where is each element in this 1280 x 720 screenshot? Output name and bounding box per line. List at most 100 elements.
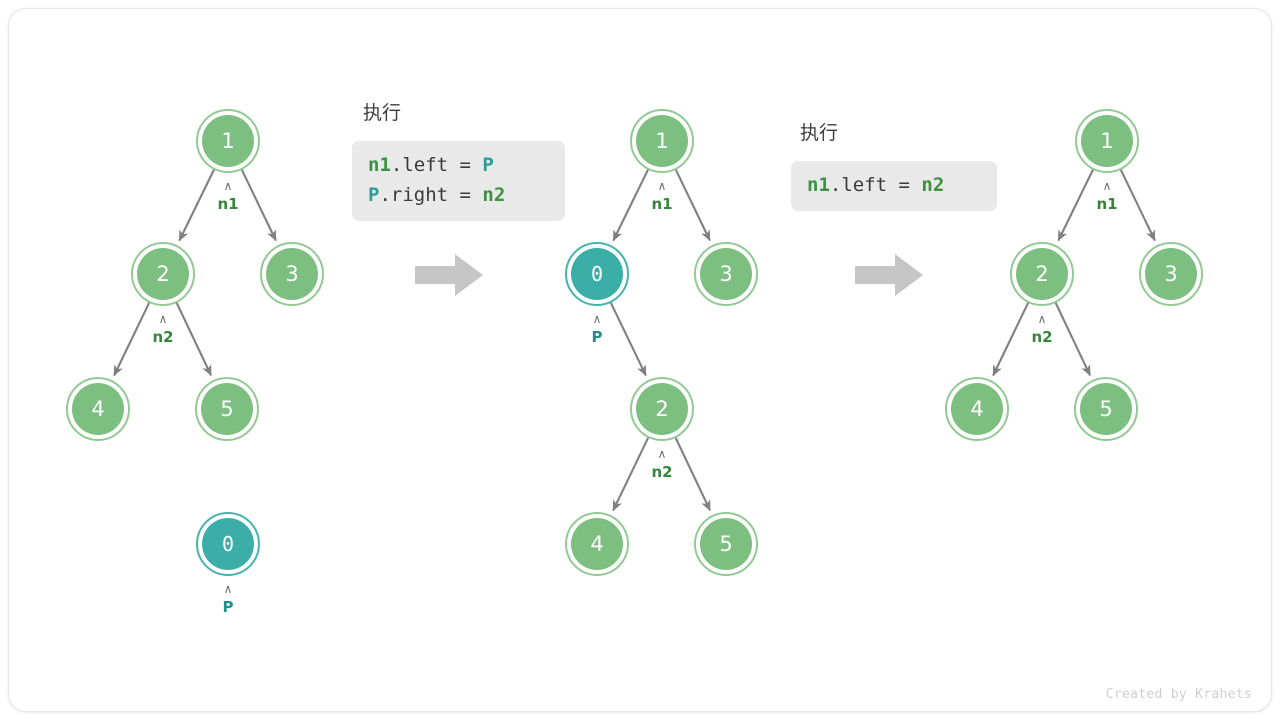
pointer-name: P <box>591 328 603 346</box>
node-disc <box>1080 383 1132 435</box>
tree-node: 5 <box>195 377 259 441</box>
tree-node: 2 <box>131 242 195 306</box>
tree-edge <box>1054 300 1091 377</box>
node-value: 5 <box>1099 396 1113 421</box>
tree-edge <box>1057 167 1095 242</box>
tree-node: 4 <box>66 377 130 441</box>
node-value: 0 <box>590 262 604 286</box>
tree-node: 5 <box>1074 377 1138 441</box>
tree-edge <box>674 167 711 242</box>
tree-node: 4 <box>945 377 1009 441</box>
tree-edge <box>612 167 650 242</box>
node-disc <box>202 518 254 570</box>
pointer-name: n1 <box>651 195 673 213</box>
pointer-label: ∧ n1 <box>217 179 239 213</box>
caret-up-icon: ∧ <box>223 179 233 193</box>
block-arrow-right-icon-1 <box>415 254 483 296</box>
node-disc <box>636 383 688 435</box>
pointer-name: n2 <box>152 328 174 346</box>
node-value: 3 <box>285 261 299 286</box>
node-disc <box>137 248 189 300</box>
tree-node: 4 <box>565 512 629 576</box>
tree-node: 3 <box>260 242 324 306</box>
tree-node: 1 <box>1075 109 1139 173</box>
node-value: 0 <box>221 532 235 556</box>
pointer-label: ∧ n2 <box>152 312 174 346</box>
node-disc <box>202 115 254 167</box>
tree-node: 1 <box>630 109 694 173</box>
node-value: 1 <box>1100 128 1114 153</box>
caret-up-icon: ∧ <box>657 179 667 193</box>
caret-up-icon: ∧ <box>1037 312 1047 326</box>
tree-node: 3 <box>1139 242 1203 306</box>
node-disc <box>700 248 752 300</box>
pointer-label: ∧ n1 <box>1096 179 1118 213</box>
tree-node: 0 <box>565 242 629 306</box>
node-disc <box>1016 248 1068 300</box>
node-disc <box>636 115 688 167</box>
node-value: 3 <box>1164 261 1178 286</box>
pointer-name: P <box>222 598 234 616</box>
node-disc <box>571 518 623 570</box>
node-value: 2 <box>156 261 170 286</box>
code-line: n1.left = P <box>368 154 494 176</box>
node-disc <box>201 383 253 435</box>
pointer-label: ∧P <box>591 312 603 346</box>
node-value: 1 <box>655 128 669 153</box>
caret-up-icon: ∧ <box>223 582 233 596</box>
pointer-name: n2 <box>1031 328 1053 346</box>
node-disc <box>72 383 124 435</box>
caret-up-icon: ∧ <box>1102 179 1112 193</box>
tree-edge <box>1119 167 1156 242</box>
pointer-name: n1 <box>1096 195 1118 213</box>
tree-node: 2 <box>1010 242 1074 306</box>
tree-edge <box>674 435 711 512</box>
node-value: 3 <box>719 261 733 286</box>
tree-edge <box>178 167 216 242</box>
tree-edge <box>240 167 277 242</box>
node-value: 2 <box>1035 261 1049 286</box>
caret-up-icon: ∧ <box>657 447 667 461</box>
node-disc <box>951 383 1003 435</box>
node-value: 4 <box>91 396 105 421</box>
pointer-name: n1 <box>217 195 239 213</box>
tree-node: 2 <box>630 377 694 441</box>
tree-node: 5 <box>694 512 758 576</box>
block-arrow-right-icon-2 <box>855 254 923 296</box>
tree-node: 1 <box>196 109 260 173</box>
pointer-name: n2 <box>651 463 673 481</box>
pointer-label: ∧ n2 <box>651 447 673 481</box>
code-line: n1.left = n2 <box>807 174 945 196</box>
tree-edge <box>612 435 650 512</box>
code-line: P.right = n2 <box>368 184 506 206</box>
node-disc <box>266 248 318 300</box>
node-value: 4 <box>590 531 604 556</box>
tree-node: 3 <box>694 242 758 306</box>
pointer-label: ∧ n2 <box>1031 312 1053 346</box>
node-value: 5 <box>220 396 234 421</box>
node-disc <box>1081 115 1133 167</box>
node-disc <box>571 248 623 300</box>
caret-up-icon: ∧ <box>592 312 602 326</box>
tree-node: 0 <box>196 512 260 576</box>
step2-title: 执行 <box>363 102 402 124</box>
pointer-label: ∧P <box>222 582 234 616</box>
node-disc <box>1145 248 1197 300</box>
step3-title: 执行 <box>800 122 839 144</box>
tree-edge <box>609 300 647 377</box>
node-value: 5 <box>719 531 733 556</box>
caret-up-icon: ∧ <box>158 312 168 326</box>
node-value: 2 <box>655 396 669 421</box>
pointer-label: ∧ n1 <box>651 179 673 213</box>
tree-edge <box>992 300 1030 377</box>
tree-edge <box>113 300 151 377</box>
step3-code-block: n1.left = n2 <box>791 161 997 211</box>
step2-code-block: n1.left = P P.right = n2 <box>352 141 565 221</box>
node-value: 1 <box>221 128 235 153</box>
node-value: 4 <box>970 396 984 421</box>
node-disc <box>700 518 752 570</box>
credit-text: Created by Krahets <box>1105 687 1252 702</box>
